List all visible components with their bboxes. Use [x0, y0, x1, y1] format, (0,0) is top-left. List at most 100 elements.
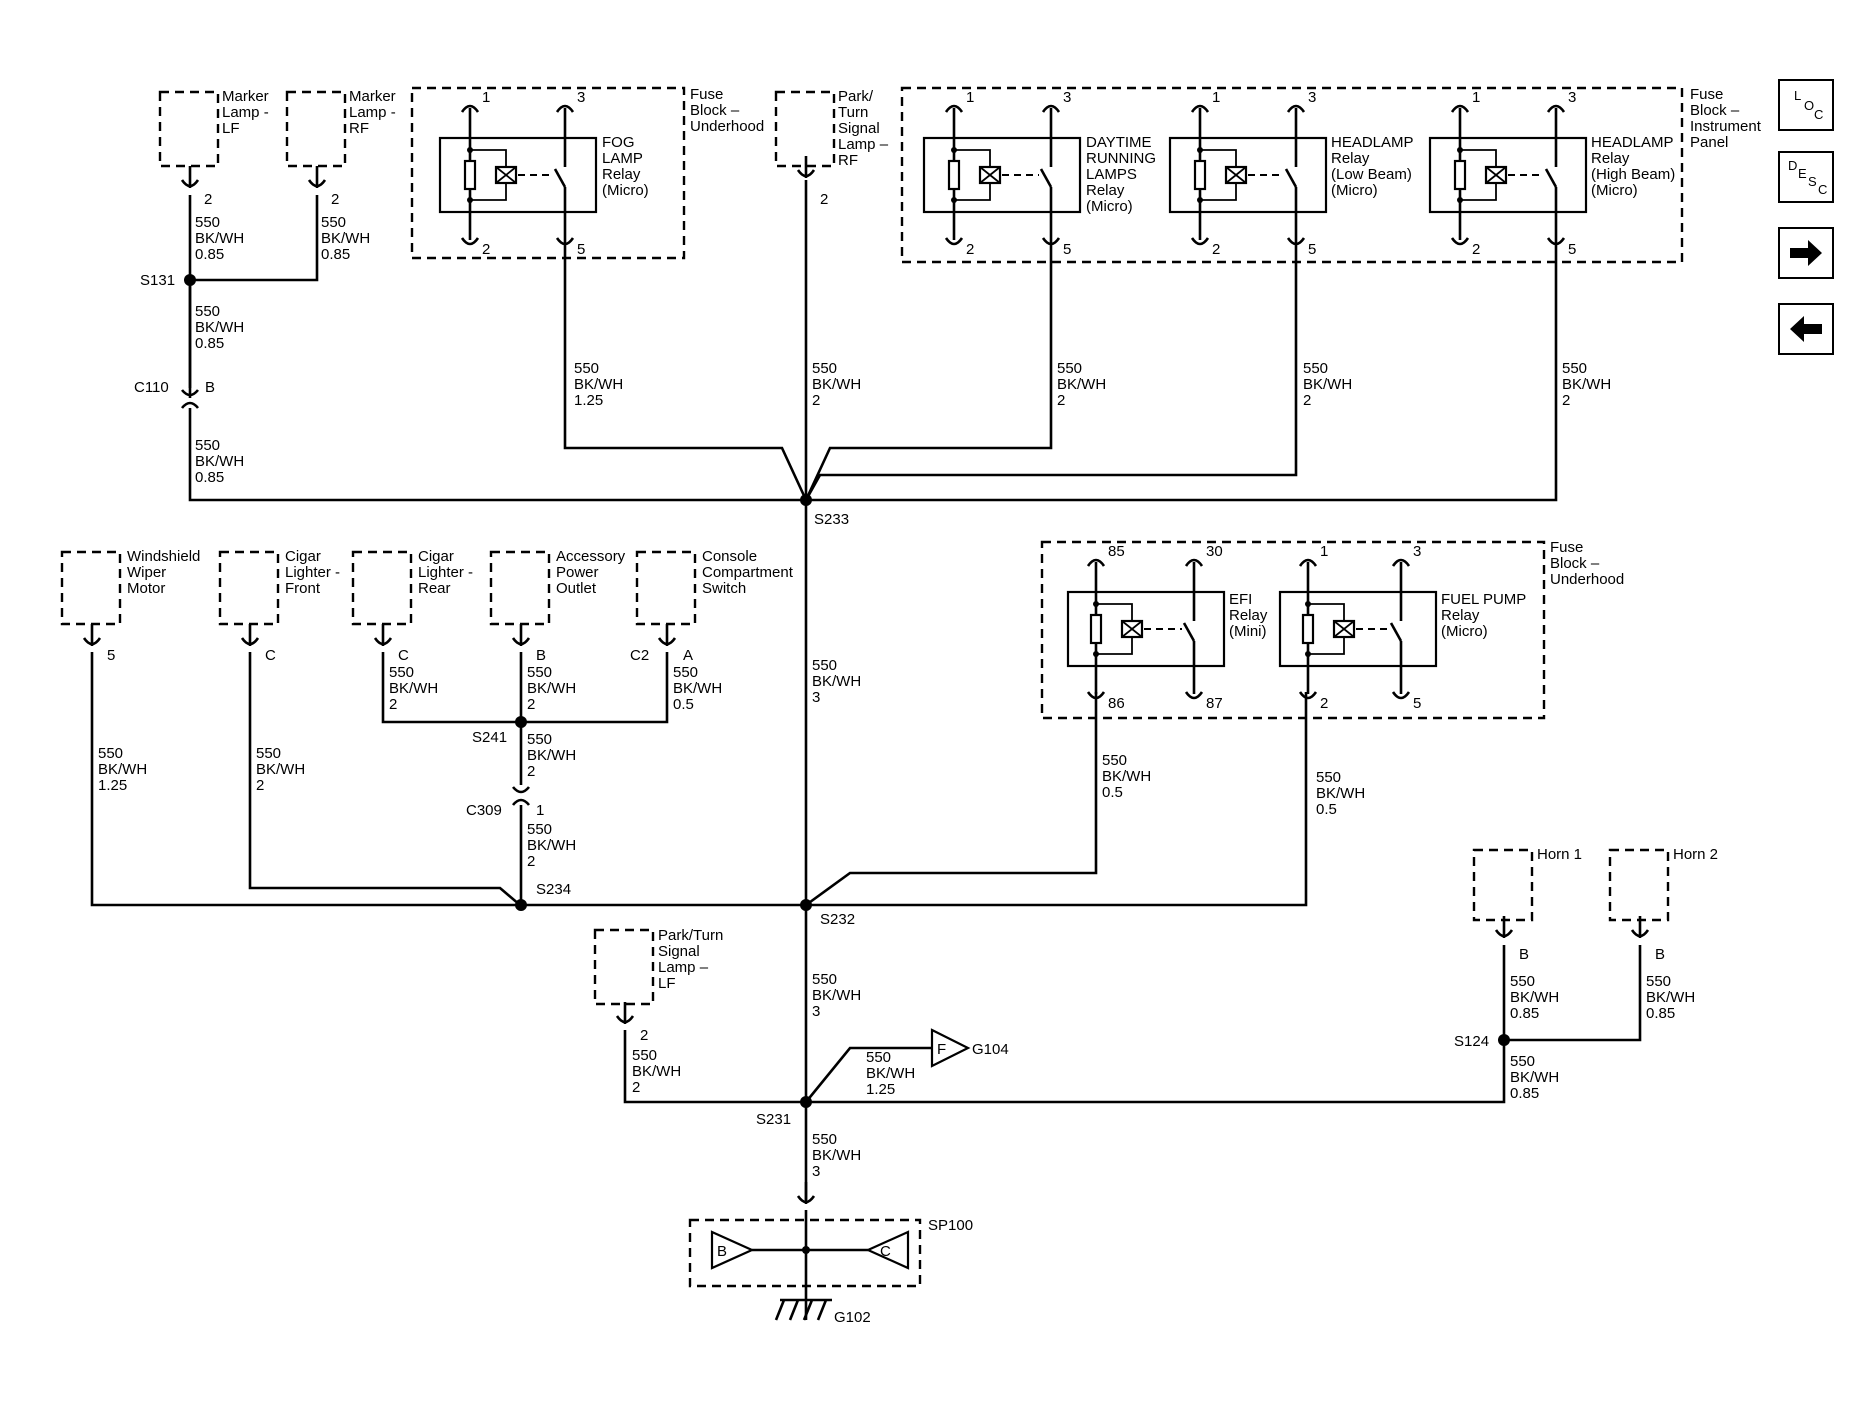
- sp100-label: SP100: [928, 1217, 973, 1234]
- c309-pin: 1: [536, 802, 544, 819]
- wires: [90, 180, 1642, 1320]
- park-lf-box: [593, 928, 655, 1006]
- arrow-left-icon: [1790, 316, 1822, 342]
- headlamp-low-relay-pin-top: [1286, 104, 1306, 113]
- c110-label: C110: [134, 379, 169, 396]
- drl-relay-coil-x: [979, 166, 1001, 184]
- headlamp-high-relay-pin-bottom: [1450, 237, 1470, 246]
- loc-button[interactable]: L O C: [1778, 79, 1834, 131]
- fuel-pump-relay-pin-br: 5: [1413, 695, 1421, 712]
- s234-label: S234: [536, 881, 571, 898]
- fuel-pump-relay-coil-x: [1333, 620, 1355, 638]
- fog-relay-pin-bottom: [555, 237, 575, 246]
- pin-horn1: B: [1519, 946, 1529, 963]
- efi-relay-coil-wires: [1096, 603, 1133, 655]
- sp100-box: [688, 1218, 922, 1288]
- efi-relay-pin-top: [1184, 558, 1204, 567]
- splice-s231: [800, 1096, 812, 1108]
- accessory-box: [489, 550, 551, 626]
- headlamp-high-relay-pin-tr: 3: [1568, 89, 1576, 106]
- efi-relay-node-top: [1093, 601, 1099, 607]
- desc-letter-d: D: [1788, 158, 1798, 173]
- headlamp-low-relay-pin-tr: 3: [1308, 89, 1316, 106]
- fog-relay-resistor: [463, 159, 477, 191]
- horn1-label: Horn 1: [1537, 846, 1582, 863]
- efi-relay-pin-br: 87: [1206, 695, 1223, 712]
- headlamp-high-relay-pin-bottom: [1546, 237, 1566, 246]
- next-button[interactable]: [1778, 227, 1834, 279]
- loc-letter-c: C: [1814, 107, 1824, 122]
- fuse-block-underhood-top-box: [410, 86, 686, 260]
- pin-console-c2: C2: [630, 647, 649, 664]
- fog-relay-pin-bottom: [460, 237, 480, 246]
- s231-label: S231: [756, 1111, 791, 1128]
- desc-letter-s: S: [1808, 174, 1817, 189]
- fuel-pump-relay-pin-bl: 2: [1320, 695, 1328, 712]
- cigar-front-box: [218, 550, 280, 626]
- sp100-c: C: [880, 1243, 891, 1260]
- splice-s131: [184, 274, 196, 286]
- fog-relay-node-bottom: [467, 197, 473, 203]
- sp100-right-triangle: [865, 1230, 910, 1270]
- desc-button[interactable]: D E S C: [1778, 151, 1834, 203]
- headlamp-high-relay-node-top: [1457, 147, 1463, 153]
- wire-efi: [805, 692, 1098, 907]
- fog-relay-pin-bl: 2: [482, 241, 490, 258]
- drl-relay-pin-tl: 1: [966, 89, 974, 106]
- drl-relay-pin-top: [1041, 104, 1061, 113]
- fog-relay-coil-x: [495, 166, 517, 184]
- headlamp-low-relay-switch-arm: [1284, 168, 1298, 188]
- wire-marker-rf: [190, 195, 319, 282]
- pin-cigar-rear: C: [398, 647, 409, 664]
- fog-relay-switch-arm: [553, 168, 567, 188]
- fuel-pump-relay-pin-tr: 3: [1413, 543, 1421, 560]
- headlamp-high-relay-pin-tl: 1: [1472, 89, 1480, 106]
- arrow-right-icon: [1790, 240, 1822, 266]
- fuel-pump-relay-resistor: [1301, 613, 1315, 645]
- pin-marker-lf: 2: [204, 191, 212, 208]
- fog-relay-pin-br: 5: [577, 241, 585, 258]
- headlamp-low-relay-node-bottom: [1197, 197, 1203, 203]
- inline-c309-bottom: [511, 798, 531, 806]
- wire-headlamp-low: [804, 240, 1298, 501]
- splice-s232: [800, 899, 812, 911]
- efi-relay-pin-tr: 30: [1206, 543, 1223, 560]
- g102-ground: [774, 1298, 832, 1321]
- fuel-pump-relay-coil-wires: [1308, 603, 1345, 655]
- drl-relay-pin-br: 5: [1063, 241, 1071, 258]
- wire-fog-relay: [563, 240, 808, 501]
- prev-button[interactable]: [1778, 303, 1834, 355]
- headlamp-high-relay-coil-x: [1485, 166, 1507, 184]
- fuse-block-ip-box: [900, 86, 1684, 264]
- marker-lamp-lf-box: [158, 90, 220, 168]
- headlamp-high-relay-pin-top: [1450, 104, 1470, 113]
- headlamp-high-relay-coil-wires: [1460, 149, 1497, 201]
- fuel-pump-relay-node-bottom: [1305, 651, 1311, 657]
- s131-label: S131: [140, 272, 175, 289]
- desc-letter-c: C: [1818, 182, 1828, 197]
- headlamp-low-relay-resistor: [1193, 159, 1207, 191]
- headlamp-low-relay-node-top: [1197, 147, 1203, 153]
